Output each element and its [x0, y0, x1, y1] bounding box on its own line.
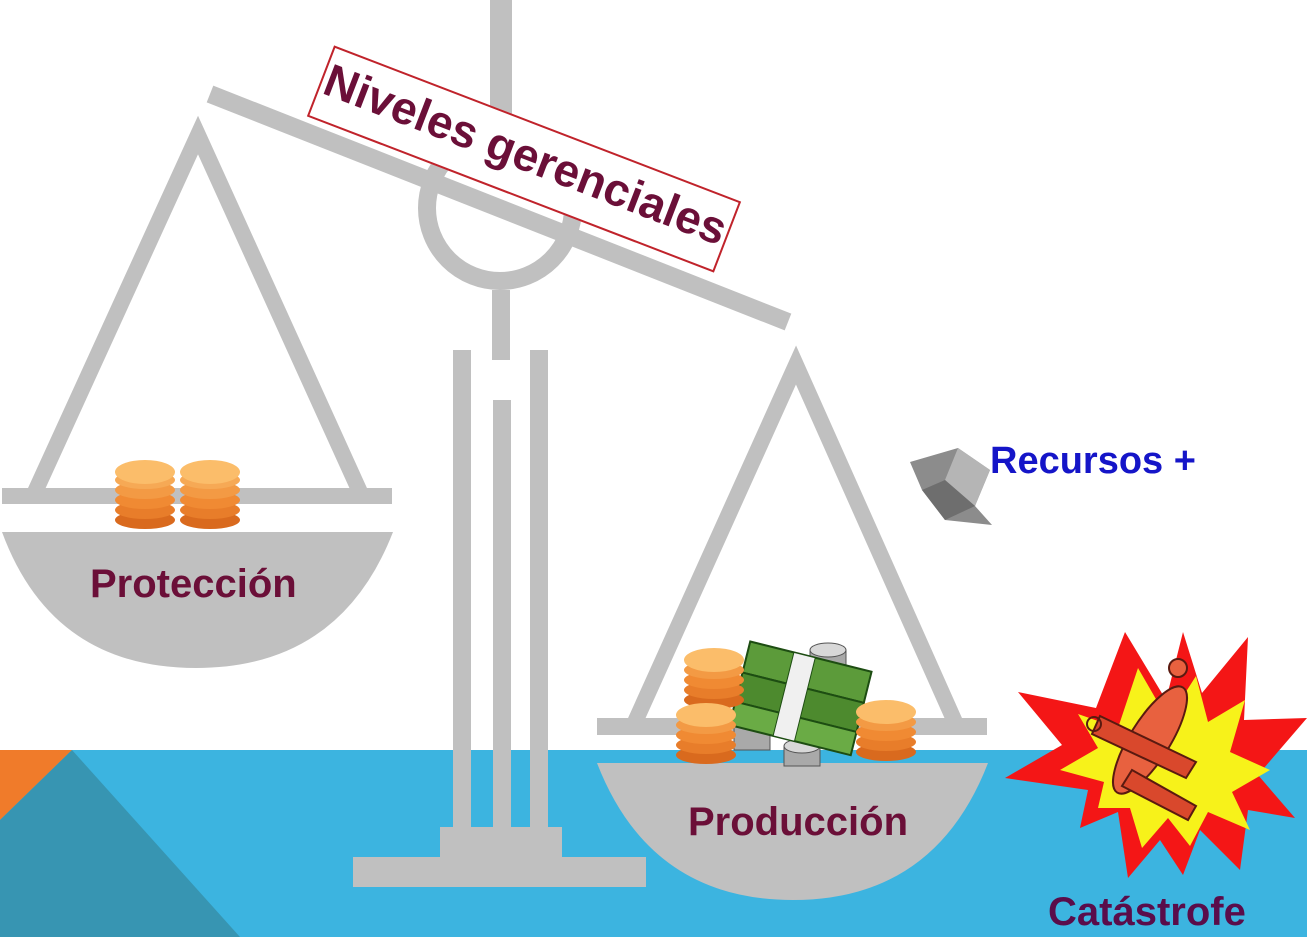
- airplane-icon: [1086, 658, 1198, 822]
- scale-stand: [353, 0, 646, 887]
- protection-label: Protección: [90, 562, 297, 606]
- resources-label: Recursos +: [990, 440, 1196, 482]
- production-label: Producción: [688, 800, 909, 844]
- teal-corner-shape: [0, 750, 240, 937]
- catastrophe-label: Catástrofe: [1048, 890, 1246, 934]
- balance-beam: [206, 85, 792, 331]
- arrow-icon: [910, 448, 992, 525]
- coins-icon: [115, 460, 240, 529]
- money-stack-icon: [676, 640, 916, 767]
- left-pan: [2, 115, 393, 668]
